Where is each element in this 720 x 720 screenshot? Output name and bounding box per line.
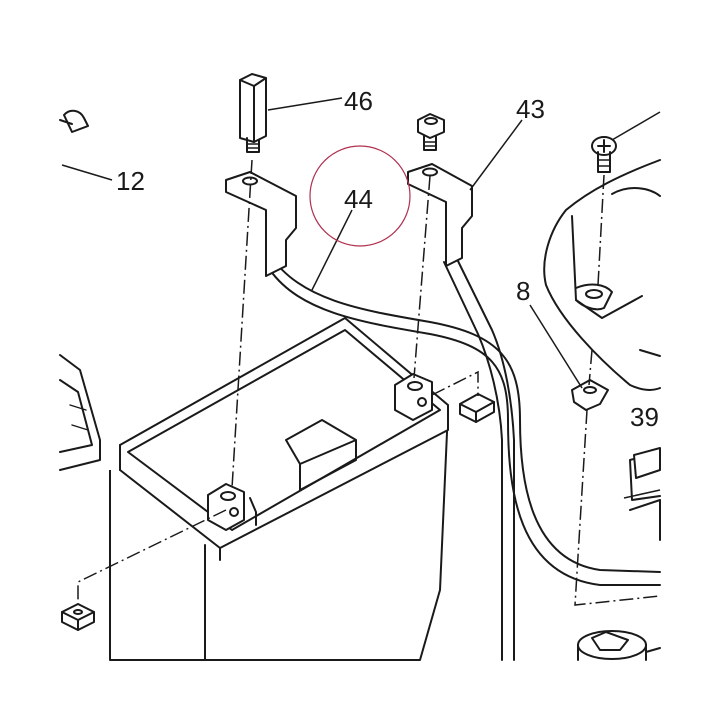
label-part-44: 44 [344, 184, 373, 214]
spacer-46 [239, 73, 267, 153]
battery [109, 317, 449, 661]
nut-right [459, 393, 495, 423]
assembly-lines [77, 159, 661, 606]
nut-left [61, 603, 95, 631]
lower-right-cap [577, 630, 661, 661]
label-part-12: 12 [116, 166, 145, 196]
highlight-circle [309, 145, 411, 247]
label-part-8: 8 [516, 276, 530, 306]
leader-lines [61, 97, 661, 499]
left-side-component [59, 109, 101, 471]
bolt-43 [417, 113, 445, 151]
right-cover-component [543, 136, 661, 541]
cable-43 [407, 163, 515, 661]
label-part-43: 43 [516, 94, 545, 124]
label-part-46: 46 [344, 86, 373, 116]
cable-44 [225, 171, 661, 586]
label-part-39: 39 [630, 402, 659, 432]
